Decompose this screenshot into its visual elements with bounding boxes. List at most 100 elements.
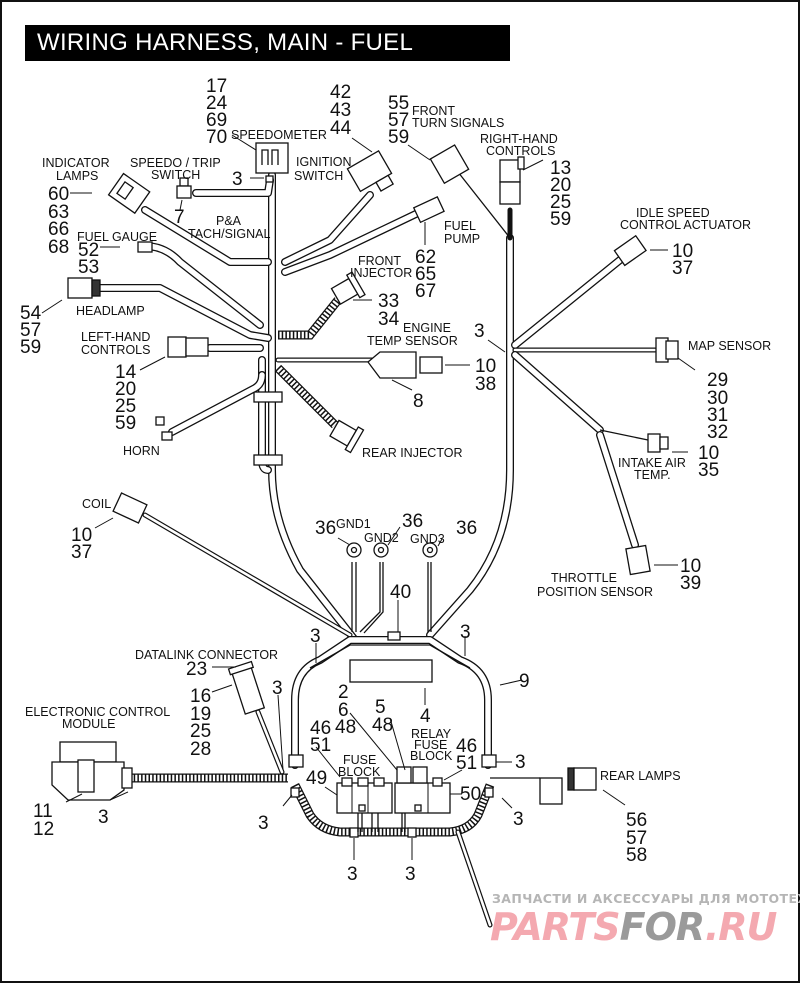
callout-indicator-1: 60 [48,184,69,205]
ground-terminals [346,542,438,558]
speedo-trip-switch [176,177,192,199]
callout-caddy-b-1: 5 [375,697,386,718]
callout-ecm-clip: 3 [98,807,109,828]
label-map-sensor: MAP SENSOR [688,339,771,353]
label-intake-1: INTAKE AIR [618,456,686,470]
label-indicator-1: INDICATOR [42,156,110,170]
callout-caddy-a-1: 2 [338,682,349,703]
callout-engine-temp-body: 8 [413,391,424,412]
label-indicator-2: LAMPS [56,169,98,183]
callout-map-2: 30 [707,388,728,409]
engine-temp-sensor [367,351,443,379]
callout-strap-tr: 3 [460,622,471,643]
label-front-injector-1: FRONT [358,254,401,268]
intake-air-temp-connector [647,433,669,453]
callout-fuel-pump-2: 65 [415,264,436,285]
callout-speedometer-1: 17 [206,76,227,97]
callout-right-hand-2: 20 [550,175,571,196]
label-engine-temp-1: ENGINE [403,321,451,335]
label-left-hand-1: LEFT-HAND [81,330,150,344]
right-hand-controls-connector [499,156,525,205]
callout-gnd1: 36 [315,518,336,539]
label-pa-2: TACH/SIGNAL [188,227,270,241]
label-throttle-2: POSITION SENSOR [537,585,653,599]
callout-ignition-2: 43 [330,100,351,121]
label-horn: HORN [123,444,160,458]
horn-connector [155,416,173,441]
label-intake-2: TEMP. [634,468,671,482]
callout-rear-lamps-3: 58 [626,845,647,866]
watermark-brand: PARTSFOR.RU [490,905,778,949]
callout-idle-1: 10 [672,241,693,262]
label-left-hand-2: CONTROLS [81,343,150,357]
callout-coil-2: 37 [71,542,92,563]
throttle-position-sensor-connector [625,544,651,576]
callout-fuse-1: 46 [310,718,331,739]
callout-ecm-2: 12 [33,819,54,840]
callout-relay-1: 46 [456,736,477,757]
ecm-caddy-cover-label [349,659,433,683]
callout-strap-tl: 3 [310,626,321,647]
callout-fuel-pump-1: 62 [415,247,436,268]
speedometer [255,142,289,183]
callout-strap-b2: 3 [405,864,416,885]
callout-fuel-gauge-2: 53 [78,257,99,278]
label-headlamp: HEADLAMP [76,304,145,318]
callout-rear-lamps-1: 56 [626,810,647,831]
rear-injector [329,419,365,454]
callout-ignition-1: 42 [330,82,351,103]
callout-indicator-2: 63 [48,202,69,223]
callout-speedo-ground: 3 [232,169,243,190]
callout-map-1: 29 [707,370,728,391]
rear-lamps-connector [539,767,597,805]
ignition-switch [346,149,395,193]
label-turn-1: FRONT [412,104,455,118]
callout-right-hand-1: 13 [550,158,571,179]
label-gnd2: GND2 [364,531,399,545]
idle-speed-actuator-connector [613,234,647,267]
label-fuel-gauge: FUEL GAUGE [77,230,157,244]
callout-engine-temp-2: 38 [475,374,496,395]
center-branches [274,191,424,429]
callout-relay-2: 51 [456,753,477,774]
callout-speedometer-3: 69 [206,110,227,131]
watermark-brand-ru: .RU [705,905,778,949]
callout-rear-lamps-2: 57 [626,828,647,849]
callout-right-hand-4: 59 [550,209,571,230]
label-ignition-1: IGNITION [296,155,352,169]
label-front-injector-2: INJECTOR [350,266,412,280]
callout-front-injector-2: 34 [378,309,400,330]
leader-lines [41,134,696,860]
callout-gnd3: 36 [456,518,477,539]
callout-strap-rl: 3 [513,809,524,830]
electronic-control-module [51,741,133,801]
callout-headlamp-2: 57 [20,320,41,341]
label-rear-lamps: REAR LAMPS [600,769,681,783]
map-sensor-connector [655,337,679,363]
watermark-brand-for: FOR [620,905,705,949]
callout-caddy-a-2: 6 [338,700,349,721]
label-gnd3: GND3 [410,532,445,546]
callout-map-3: 31 [707,405,728,426]
label-fuel-pump-1: FUEL [444,219,476,233]
ecm-caddy [288,631,497,928]
callout-turn-3: 59 [388,127,409,148]
label-engine-temp-2: TEMP SENSOR [367,334,458,348]
watermark-brand-parts: PARTS [490,905,620,949]
label-datalink: DATALINK CONNECTOR [135,648,278,662]
label-pa-1: P&A [216,214,242,228]
callout-headlamp-3: 59 [20,337,41,358]
callout-strap-datalink: 3 [272,678,283,699]
label-fuel-pump-2: PUMP [444,232,480,246]
ground-leads [351,562,432,634]
callout-datalink-top: 23 [186,659,207,680]
indicator-lamps-connector [107,172,151,215]
fuel-gauge-connector [137,241,153,253]
callout-ignition-3: 44 [330,118,352,139]
front-injector [330,271,366,306]
callout-throttle-2: 39 [680,573,701,594]
callout-speedo-trip: 7 [174,207,185,228]
label-right-hand-1: RIGHT-HAND [480,132,558,146]
callout-connector-40: 40 [390,582,411,603]
